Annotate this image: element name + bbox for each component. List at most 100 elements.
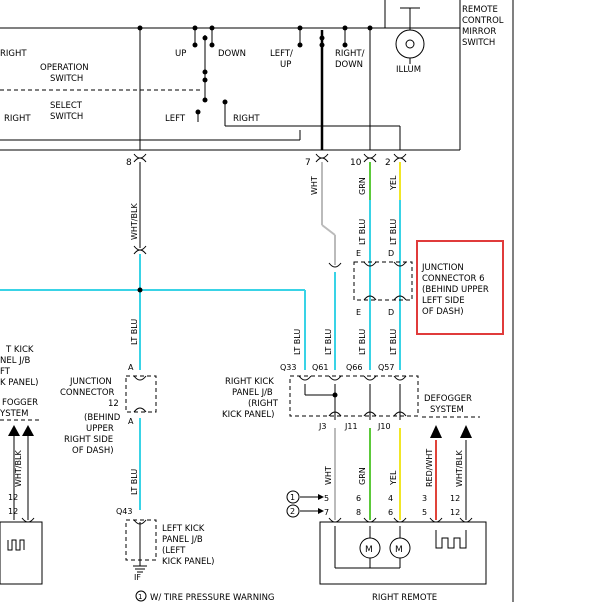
left-kick-panel-partial: T KICK NEL J/B FT K PANEL) FOGGER YSTEM … [0, 345, 43, 585]
jc12-label-7: OF DASH) [72, 446, 114, 456]
wire-label-grn: GRN [358, 177, 367, 195]
wires [0, 162, 467, 560]
switch-label-right-top: RIGHT [0, 49, 27, 59]
jc12-pin-a: A [128, 363, 134, 372]
switch-label-left-up-2: UP [280, 60, 291, 70]
jc6-label-3: (BEHIND UPPER [422, 285, 489, 295]
lkp-label-3: (LEFT [162, 546, 186, 556]
jc12-label-1: JUNCTION [69, 377, 112, 387]
wire-label-wht-blk: WHT/BLK [130, 203, 139, 240]
jc12-label-6: RIGHT SIDE [64, 435, 113, 445]
lkp-label-4: KICK PANEL) [162, 557, 214, 567]
jc12-terminals [133, 375, 147, 413]
connector-symbols [133, 153, 407, 159]
wire-label-wht-blk: WHT/BLK [14, 450, 23, 487]
switch-contact [202, 77, 208, 83]
rkp-pin-j10: J10 [377, 422, 391, 431]
note-2-icon [286, 504, 300, 518]
rcms-label-1: REMOTE [462, 5, 498, 15]
illum-label: ILLUM [396, 65, 421, 75]
mirror-pin-3: 3 [422, 494, 427, 503]
left-defogger-component [0, 521, 43, 585]
arrow-right-icon [318, 508, 324, 514]
left-defogger-label-1: FOGGER [2, 398, 38, 408]
arrow-up-icon [8, 425, 20, 436]
jc12-label-3: 12 [108, 399, 119, 409]
pin-10: 10 [350, 158, 362, 168]
switch-node [137, 25, 143, 31]
switch-label-right-select: RIGHT [233, 114, 260, 124]
switch-label-down: DOWN [218, 49, 246, 59]
mirror-pin-12: 12 [450, 494, 460, 503]
rcms-label-3: MIRROR [462, 27, 496, 37]
rkp-splice [332, 392, 338, 398]
jc12-box [125, 375, 157, 413]
lkp-pin-q43: Q43 [116, 507, 132, 516]
switch-contact [222, 99, 228, 105]
jc12-label-2: CONNECTOR [60, 388, 115, 398]
left-pin-12: 12 [8, 493, 18, 502]
mirror-pin-5: 5 [422, 508, 427, 517]
wire-label-lt-blu: LT BLU [130, 469, 139, 495]
jc12-label-4: (BEHIND [84, 413, 121, 423]
mirror-pin-8: 8 [356, 508, 361, 517]
wire-label-yel: YEL [389, 470, 398, 486]
mirror-pin-7: 7 [324, 508, 329, 517]
mirror-pin-4: 4 [388, 494, 393, 503]
footnote-text: W/ TIRE PRESSURE WARNING [150, 593, 275, 602]
switch-label-right-down-2: DOWN [335, 60, 363, 70]
switch-contact [202, 97, 208, 103]
wire-label-lt-blu: LT BLU [389, 329, 398, 355]
rkp-pin-j11: J11 [344, 422, 358, 431]
arrow-right-icon [318, 494, 324, 500]
left-defogger-label-2: YSTEM [0, 409, 28, 419]
right-remote-label: RIGHT REMOTE [372, 593, 437, 602]
jc6-label-5: OF DASH) [422, 307, 464, 317]
rkp-label-3: (RIGHT [248, 399, 279, 409]
rkp-box [289, 375, 419, 417]
rkp-pin-q33: Q33 [280, 363, 296, 372]
mirror-pin-5: 5 [324, 494, 329, 503]
pin-8: 8 [126, 158, 132, 168]
illum-lamp-filament [405, 39, 415, 49]
connector-symbols [133, 157, 407, 163]
rkp-pin-q66: Q66 [346, 363, 362, 372]
select-switch-label-2: SWITCH [50, 112, 83, 122]
jc6-label-1: JUNCTION [421, 263, 464, 273]
rkp-pin-q61: Q61 [312, 363, 328, 372]
wire-label-lt-blu: LT BLU [293, 329, 302, 355]
right-remote-mirror: 1 2 5 7 6 8 4 6 3 5 12 12 M M 1 W/ TIRE … [135, 490, 487, 602]
switch-label-right-bottom: RIGHT [4, 114, 31, 124]
switch-node [209, 25, 215, 31]
motor-glyph: M [395, 545, 403, 555]
wire-wht-jog [321, 224, 336, 236]
right-mirror-box [319, 521, 487, 585]
lkp-terminal [133, 519, 147, 525]
jc12-label-5: UPPER [86, 424, 114, 434]
lkp-label-1: LEFT KICK [162, 524, 205, 534]
junction-connector-12: A A JUNCTION CONNECTOR 12 (BEHIND UPPER … [60, 363, 157, 456]
wire-label-lt-blu: LT BLU [358, 329, 367, 355]
switch-label-left: LEFT [165, 114, 186, 124]
switch-label-left-up-1: LEFT/ [270, 49, 293, 59]
rkp-pin-j3: J3 [318, 422, 326, 431]
mirror-pin-12: 12 [450, 508, 460, 517]
wire-label-lt-blu: LT BLU [389, 219, 398, 245]
left-kick-label-2: NEL J/B [0, 356, 31, 366]
footnote-marker: 1 [138, 593, 142, 601]
note-marker-1: 1 [290, 493, 295, 502]
jc6-pin-d: D [388, 249, 394, 258]
rkp-pin-q57: Q57 [378, 363, 394, 372]
switch-contact [202, 69, 208, 75]
note-marker-2: 2 [290, 507, 295, 516]
pin-2: 2 [385, 158, 391, 168]
switch-contact [192, 42, 198, 48]
select-switch-label-1: SELECT [50, 101, 83, 111]
remote-control-mirror-switch: RIGHT OPERATION SWITCH SELECT SWITCH RIG… [0, 0, 504, 151]
lkp-label-2: PANEL J/B [162, 535, 203, 545]
switch-contact [202, 35, 208, 41]
switch-label-right-down-1: RIGHT/ [335, 49, 365, 59]
switch-contact [209, 42, 215, 48]
motor-glyph: M [365, 545, 373, 555]
